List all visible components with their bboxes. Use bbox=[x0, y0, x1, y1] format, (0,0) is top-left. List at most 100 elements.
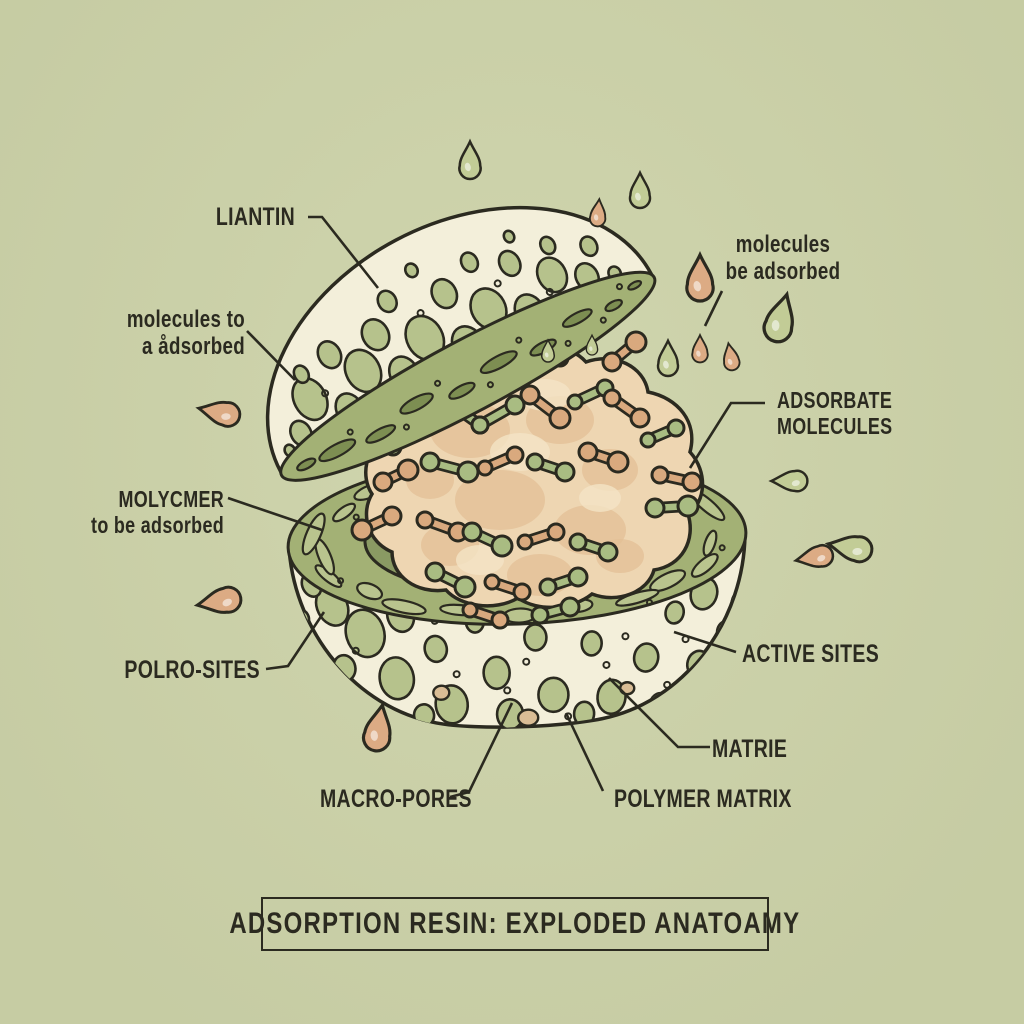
label-text: MOLYCMER bbox=[118, 486, 224, 512]
leader-macro-pores bbox=[449, 702, 514, 799]
active-site-node bbox=[602, 388, 622, 408]
active-site-node bbox=[566, 393, 584, 411]
leader-adsorbate-molecules bbox=[688, 401, 765, 469]
active-site-node bbox=[461, 601, 479, 619]
active-site-node bbox=[629, 407, 651, 429]
leader-liantin bbox=[308, 215, 380, 289]
leader-molecules-to bbox=[246, 330, 296, 381]
active-site-node bbox=[650, 465, 670, 485]
active-site-node bbox=[567, 566, 589, 588]
leader-polymer-matrix bbox=[564, 712, 605, 792]
molecule-droplet bbox=[585, 333, 599, 356]
active-site-node bbox=[644, 497, 666, 519]
active-site-node bbox=[601, 351, 623, 373]
active-site-node bbox=[504, 394, 526, 416]
molecule-droplet bbox=[723, 341, 741, 372]
leader-molycmer bbox=[227, 496, 323, 532]
diagram-title: ADSORPTION RESIN: EXPLODED ANATOAMY bbox=[229, 907, 801, 940]
leader-active-sites bbox=[673, 630, 737, 654]
label-text: to be adsorbed bbox=[91, 512, 224, 539]
label-text: ACTIVE SITES bbox=[742, 640, 880, 668]
label-text: a ådsorbed bbox=[142, 333, 245, 361]
label-matrie: MATRIE bbox=[712, 735, 837, 764]
label-text: ADSORBATE bbox=[777, 387, 893, 413]
active-site-node bbox=[559, 596, 581, 618]
active-site-node bbox=[530, 605, 550, 625]
active-site-node bbox=[639, 431, 657, 449]
active-site-node bbox=[666, 418, 686, 438]
active-site-node bbox=[381, 505, 403, 527]
active-site-node bbox=[606, 450, 630, 474]
title-box: ADSORPTION RESIN: EXPLODED ANATOAMY bbox=[230, 897, 799, 951]
active-site-node bbox=[676, 494, 700, 518]
active-site-node bbox=[516, 533, 534, 551]
molecule-droplet bbox=[656, 337, 680, 378]
active-site-node bbox=[554, 461, 576, 483]
molecule-droplet bbox=[361, 701, 392, 753]
active-site-node bbox=[476, 459, 494, 477]
molecule-droplet bbox=[691, 332, 709, 364]
label-polymer-matrix: POLYMER MATRIX bbox=[614, 785, 793, 814]
label-text: molecules bbox=[735, 231, 831, 258]
active-site-node bbox=[483, 573, 501, 591]
label-adsorbate-molecules: ADSORBATE MOLECULES bbox=[777, 387, 941, 439]
leader-lines bbox=[227, 215, 765, 799]
cut-face-pores bbox=[296, 280, 643, 472]
molecule-droplet bbox=[458, 138, 482, 181]
label-text: POLRO-SITES bbox=[124, 656, 261, 684]
active-site-node bbox=[490, 610, 510, 630]
active-site-node bbox=[396, 458, 420, 482]
molecule-droplet bbox=[541, 338, 555, 363]
active-site-node bbox=[519, 384, 541, 406]
active-site-node bbox=[372, 471, 394, 493]
active-site-node bbox=[505, 445, 525, 465]
molecule-droplet bbox=[588, 196, 607, 228]
top-cut-face bbox=[279, 270, 657, 482]
label-polro-sites: POLRO-SITES bbox=[114, 656, 260, 685]
label-text: MOLECULES bbox=[777, 413, 893, 440]
molecule-droplet bbox=[193, 585, 243, 614]
active-site-node bbox=[512, 582, 532, 602]
active-site-node bbox=[453, 575, 477, 599]
leader-polro-sites bbox=[265, 611, 326, 671]
label-molecules-be-adsorbed: molecules be adsorbed bbox=[701, 231, 865, 286]
molecule-droplet bbox=[824, 535, 874, 564]
active-site-node bbox=[597, 541, 619, 563]
active-site-node bbox=[546, 522, 566, 542]
label-molycmer-to-be-adsorbed: MOLYCMER to be adsorbed bbox=[66, 486, 224, 538]
active-site-node bbox=[525, 452, 545, 472]
molecule-droplet bbox=[762, 290, 794, 344]
active-site-node bbox=[461, 521, 483, 543]
adsorbate-molecule-droplets bbox=[193, 138, 874, 753]
label-text: POLYMER MATRIX bbox=[614, 785, 792, 813]
label-text: be adsorbed bbox=[725, 258, 841, 286]
label-text: MATRIE bbox=[712, 735, 788, 763]
cut-face-ellipse bbox=[279, 270, 657, 482]
label-text: LIANTIN bbox=[215, 203, 295, 231]
active-site-node bbox=[470, 415, 490, 435]
molecule-droplet bbox=[792, 544, 835, 568]
active-site-node bbox=[424, 561, 446, 583]
active-site-node bbox=[490, 534, 514, 558]
label-text: MACRO-PORES bbox=[320, 785, 472, 813]
label-active-sites: ACTIVE SITES bbox=[742, 640, 906, 669]
active-site-node bbox=[624, 330, 648, 354]
label-liantin: LIANTIN bbox=[190, 203, 295, 232]
active-site-node bbox=[350, 518, 374, 542]
active-site-node bbox=[577, 441, 599, 463]
active-site-node bbox=[548, 406, 572, 430]
active-site-node bbox=[415, 510, 435, 530]
leader-molecules-be bbox=[703, 290, 724, 327]
active-site-node bbox=[538, 577, 558, 597]
label-macro-pores: MACRO-PORES bbox=[320, 785, 484, 814]
molecule-droplet bbox=[628, 169, 652, 210]
active-site-node bbox=[568, 532, 588, 552]
leader-matrie bbox=[608, 677, 710, 749]
label-molecules-to-be-adsorbed-left: molecules to a ådsorbed bbox=[99, 306, 245, 361]
molecule-droplet bbox=[768, 469, 809, 493]
molecule-droplet bbox=[685, 250, 715, 303]
molecule-droplet bbox=[195, 400, 242, 428]
label-text: molecules to bbox=[126, 306, 245, 333]
